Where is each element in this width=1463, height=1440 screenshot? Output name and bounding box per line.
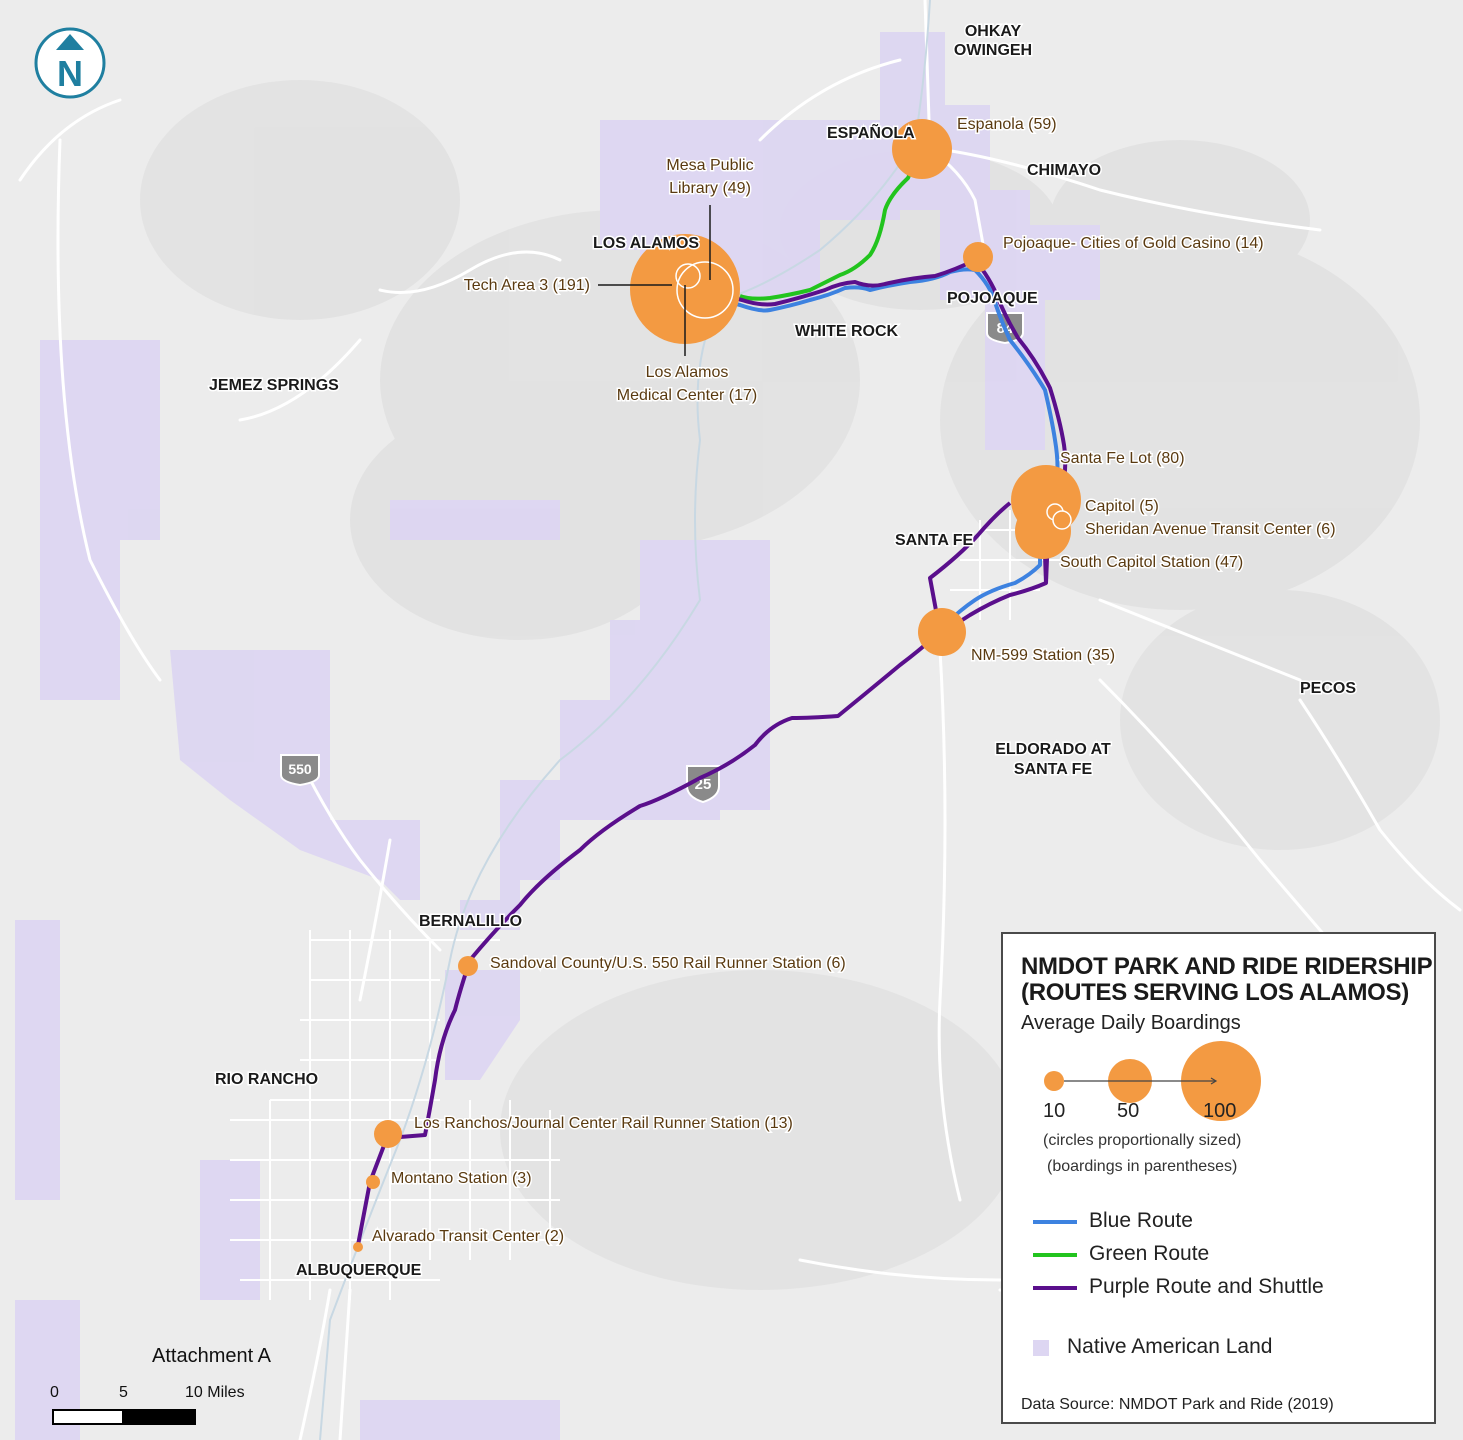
stop-circle-la-medical: [675, 263, 701, 289]
place-ohkay-1: OHKAY: [965, 23, 1022, 40]
legend-size-10: 10: [1043, 1100, 1066, 1122]
us550-shield: 550: [280, 754, 320, 787]
place-white-rock: WHITE ROCK: [795, 323, 899, 340]
legend-circle-100: [1181, 1041, 1261, 1121]
scale-label-5: 5: [119, 1384, 128, 1401]
place-rio-rancho: RIO RANCHO: [215, 1071, 318, 1088]
stop-label-los-ranchos: Los Ranchos/Journal Center Rail Runner S…: [414, 1115, 793, 1132]
leader-lines: [598, 205, 711, 356]
stop-label-alvarado: Alvarado Transit Center (2): [372, 1228, 564, 1245]
legend-green-swatch: [1033, 1253, 1077, 1257]
place-espanola: ESPAÑOLA: [827, 122, 915, 142]
legend-native-land: Native American Land: [1067, 1335, 1273, 1358]
legend-purple-swatch: [1033, 1286, 1077, 1290]
place-albuquerque: ALBUQUERQUE: [296, 1262, 422, 1279]
north-arrow-label: N: [57, 53, 83, 94]
stop-label-capitol: Capitol (5): [1085, 498, 1159, 515]
place-chimayo: CHIMAYO: [1027, 162, 1101, 179]
place-santa-fe: SANTA FE: [895, 532, 974, 549]
north-arrow-icon: N: [34, 27, 106, 99]
purple-route-line: [356, 258, 1068, 1246]
place-labels: OHKAY OWINGEH ESPAÑOLA CHIMAYO LOS ALAMO…: [208, 22, 1358, 1281]
legend-note-2: (boardings in parentheses): [1047, 1158, 1238, 1175]
stop-circle-montano: [366, 1175, 380, 1189]
scale-bar: [52, 1409, 196, 1425]
stop-label-la-medical-1: Los Alamos: [646, 364, 729, 381]
legend-panel: NMDOT PARK AND RIDE RIDERSHIP (ROUTES SE…: [1001, 932, 1436, 1424]
stop-label-pojoaque: Pojoaque- Cities of Gold Casino (14): [1003, 235, 1264, 252]
legend-note-1: (circles proportionally sized): [1043, 1132, 1242, 1149]
stop-label-mesa-1: Mesa Public: [666, 157, 753, 174]
legend-title-line-1: NMDOT PARK AND RIDE RIDERSHIP: [1021, 953, 1433, 980]
stop-label-la-medical-2: Medical Center (17): [617, 387, 758, 404]
city-grid: [230, 930, 560, 1300]
attachment-label: Attachment A: [152, 1345, 271, 1367]
stop-label-nm599: NM-599 Station (35): [971, 647, 1115, 664]
legend-size-50: 50: [1117, 1100, 1140, 1122]
rio-grande: [319, 0, 931, 1440]
legend-blue-route: Blue Route: [1089, 1209, 1193, 1232]
stop-label-tech-area-3: Tech Area 3 (191): [464, 277, 590, 294]
legend-title-line-2: (ROUTES SERVING LOS ALAMOS): [1021, 979, 1409, 1006]
stop-circle-mesa-library: [676, 261, 734, 319]
legend-purple-route: Purple Route and Shuttle: [1089, 1275, 1324, 1298]
native-american-land: [15, 32, 1100, 1440]
legend-data-source: Data Source: NMDOT Park and Ride (2019): [1021, 1396, 1334, 1413]
place-pecos: PECOS: [1300, 680, 1356, 697]
green-route-line: [739, 144, 924, 301]
legend-arrow-icon: [1210, 1077, 1218, 1085]
place-pojoaque: POJOAQUE: [947, 290, 1038, 307]
stop-circle-sandoval: [458, 956, 478, 976]
stop-circle-sheridan: [1052, 510, 1072, 530]
blue-route-line: [689, 267, 1060, 634]
stop-label-santa-fe-lot: Santa Fe Lot (80): [1060, 450, 1185, 467]
stop-label-mesa-2: Library (49): [669, 180, 751, 197]
us550-label: 550: [288, 761, 312, 777]
stop-label-montano: Montano Station (3): [391, 1170, 532, 1187]
scale-label-10: 10 Miles: [185, 1384, 245, 1401]
legend-blue-swatch: [1033, 1220, 1077, 1224]
place-eldorado-1: ELDORADO AT: [995, 741, 1111, 758]
legend-subtitle: Average Daily Boardings: [1021, 1012, 1241, 1034]
legend-size-circles: [1044, 1041, 1261, 1121]
legend-circle-10: [1044, 1071, 1064, 1091]
stop-label-sheridan: Sheridan Avenue Transit Center (6): [1085, 521, 1336, 538]
legend-native-land-swatch: [1033, 1340, 1049, 1356]
stop-label-sandoval: Sandoval County/U.S. 550 Rail Runner Sta…: [490, 955, 846, 972]
legend-green-route: Green Route: [1089, 1242, 1210, 1265]
stop-circle-nm599: [918, 608, 966, 656]
stop-labels: Espanola (59) Mesa Public Library (49) T…: [371, 115, 1338, 1247]
stop-label-south-capitol: South Capitol Station (47): [1060, 554, 1243, 571]
stop-circle-alvarado: [353, 1242, 363, 1252]
stop-circle-espanola: [892, 119, 952, 179]
stop-circle-los-ranchos: [374, 1120, 402, 1148]
place-ohkay-2: OWINGEH: [954, 42, 1032, 59]
scale-label-0: 0: [50, 1384, 59, 1401]
place-jemez-springs: JEMEZ SPRINGS: [209, 377, 339, 394]
place-eldorado-2: SANTA FE: [1014, 761, 1093, 778]
place-los-alamos: LOS ALAMOS: [593, 235, 699, 252]
legend-size-100: 100: [1203, 1100, 1237, 1122]
stop-circle-pojoaque: [963, 242, 993, 272]
place-bernalillo: BERNALILLO: [419, 913, 522, 930]
legend-title: NMDOT PARK AND RIDE RIDERSHIP (ROUTES SE…: [1021, 953, 1433, 1006]
stop-label-espanola: Espanola (59): [957, 116, 1057, 133]
